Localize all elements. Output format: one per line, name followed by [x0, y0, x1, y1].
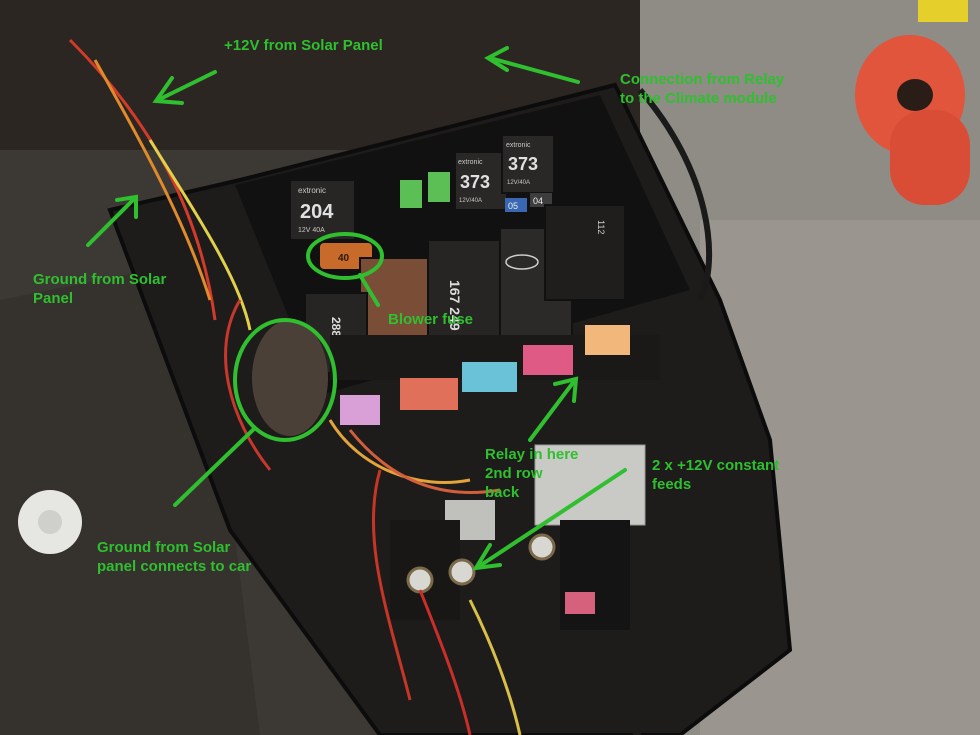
- svg-text:extronic: extronic: [298, 186, 326, 195]
- svg-text:373: 373: [508, 154, 538, 174]
- relay-112: 112: [544, 204, 626, 301]
- label-ground-car: Ground from Solar panel connects to car: [97, 539, 252, 575]
- relay-373-a: extronic 373 12V/40A: [454, 151, 508, 211]
- wires: [68, 38, 713, 735]
- label-ground-solar: Ground from Solar Panel: [33, 271, 167, 307]
- svg-text:extronic: extronic: [506, 142, 531, 149]
- relay-204: extronic 204 12V 40A: [289, 179, 356, 241]
- relay-373-b: extronic 373 12V/40A: [501, 134, 555, 194]
- svg-text:05: 05: [508, 201, 518, 211]
- svg-text:12V/40A: 12V/40A: [459, 198, 482, 204]
- svg-text:373: 373: [460, 172, 490, 192]
- terminal-3: [528, 533, 556, 561]
- svg-text:12V 40A: 12V 40A: [298, 227, 325, 234]
- terminal-1: [406, 566, 434, 594]
- label-constant-feeds: 2 x +12V constant feeds: [652, 457, 780, 493]
- terminal-2: [448, 558, 476, 586]
- svg-text:12V/40A: 12V/40A: [507, 180, 530, 186]
- label-relay-row: Relay in here 2nd row back: [485, 446, 579, 501]
- svg-text:112: 112: [596, 220, 606, 234]
- svg-text:extronic: extronic: [458, 159, 483, 166]
- svg-text:04: 04: [533, 196, 543, 206]
- svg-text:167 249: 167 249: [447, 280, 463, 331]
- svg-text:40: 40: [338, 253, 350, 264]
- svg-text:204: 204: [300, 201, 334, 223]
- label-solar-positive: +12V from Solar Panel: [224, 37, 383, 54]
- relay-167: 167 249: [427, 239, 501, 346]
- label-relay-connection: Connection from Relay to the Climate mod…: [620, 71, 785, 107]
- label-blower-fuse: Blower fuse: [388, 311, 474, 328]
- wire-loom: [252, 320, 328, 436]
